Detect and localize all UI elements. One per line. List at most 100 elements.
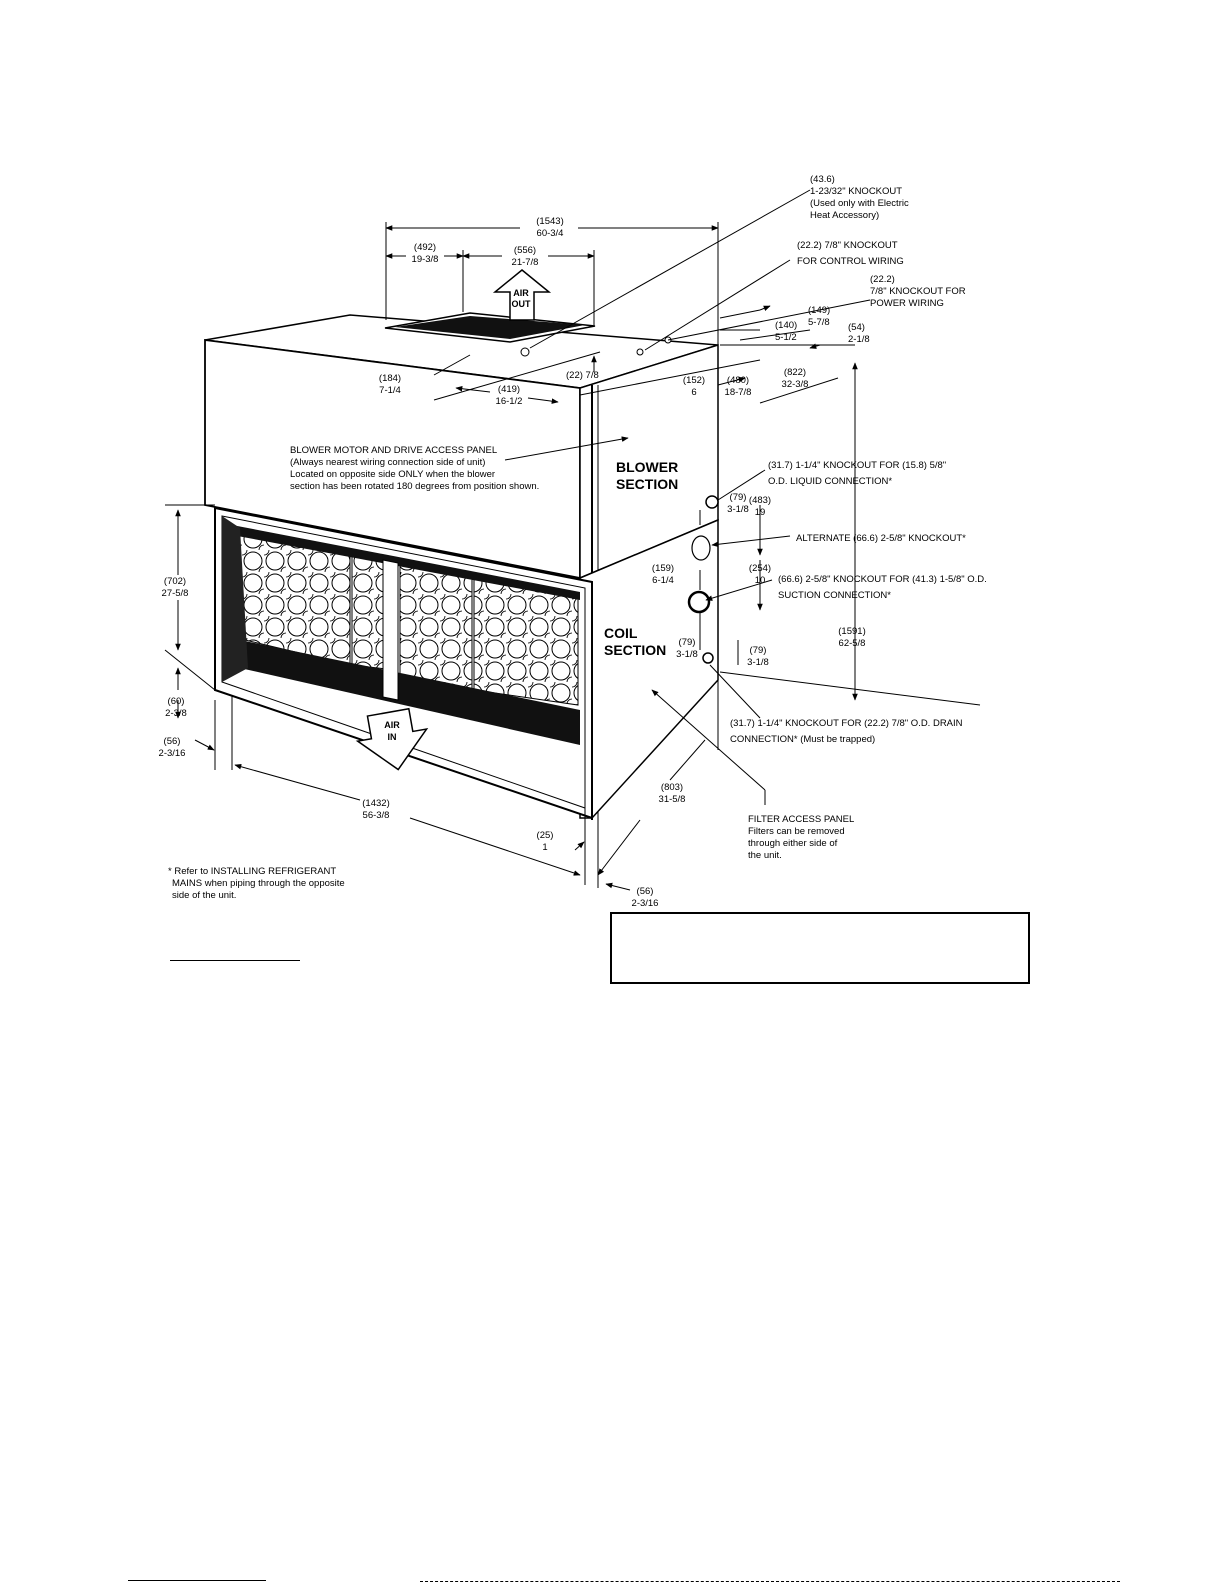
svg-text:POWER WIRING: POWER WIRING — [870, 298, 944, 309]
annotation-suction-connection: (66.6) 2-5/8" KNOCKOUT FOR (41.3) 1-5/8"… — [778, 574, 987, 601]
svg-text:(22) 7/8: (22) 7/8 — [566, 370, 599, 381]
svg-text:(25): (25) — [537, 830, 554, 841]
svg-text:(Always nearest wiring connect: (Always nearest wiring connection side o… — [290, 457, 485, 468]
svg-text:(22.2) 7/8" KNOCKOUT: (22.2) 7/8" KNOCKOUT — [797, 240, 898, 251]
svg-text:CONNECTION* (Must be trapped): CONNECTION* (Must be trapped) — [730, 734, 875, 745]
svg-text:Heat Accessory): Heat Accessory) — [810, 210, 879, 221]
svg-text:side of the unit.: side of the unit. — [172, 890, 236, 901]
svg-text:3-1/8: 3-1/8 — [747, 657, 769, 668]
dimension-lines — [164, 189, 981, 891]
svg-text:(31.7) 1-1/4" KNOCKOUT FOR (15: (31.7) 1-1/4" KNOCKOUT FOR (15.8) 5/8" — [768, 460, 946, 471]
svg-text:AIR: AIR — [513, 288, 529, 298]
svg-text:62-5/8: 62-5/8 — [839, 638, 866, 649]
svg-text:O.D. LIQUID CONNECTION*: O.D. LIQUID CONNECTION* — [768, 476, 892, 487]
svg-text:Located on opposite side ONLY: Located on opposite side ONLY when the b… — [290, 469, 495, 480]
dimension-values: (1543) 60-3/4 (492) 19-3/8 (556) 21-7/8 … — [159, 216, 870, 909]
svg-text:1-23/32" KNOCKOUT: 1-23/32" KNOCKOUT — [810, 186, 902, 197]
svg-text:(419): (419) — [498, 384, 520, 395]
svg-text:6-1/4: 6-1/4 — [652, 575, 674, 586]
svg-text:* Refer to INSTALLING REFRIGER: * Refer to INSTALLING REFRIGERANT — [168, 866, 336, 877]
svg-text:19-3/8: 19-3/8 — [412, 254, 439, 265]
svg-text:19: 19 — [755, 507, 766, 518]
svg-text:(60): (60) — [168, 696, 185, 707]
coil-section-label-2: SECTION — [604, 642, 666, 658]
svg-text:(31.7) 1-1/4" KNOCKOUT FOR (22: (31.7) 1-1/4" KNOCKOUT FOR (22.2) 7/8" O… — [730, 718, 963, 729]
svg-text:6: 6 — [691, 387, 696, 398]
air-in-arrow: AIR IN — [355, 707, 429, 771]
svg-text:(79): (79) — [679, 637, 696, 648]
blower-section-label-2: SECTION — [616, 476, 678, 492]
coil-section-label-1: COIL — [604, 625, 638, 641]
footnote: * Refer to INSTALLING REFRIGERANT MAINS … — [168, 866, 345, 901]
svg-text:(152): (152) — [683, 375, 705, 386]
svg-text:Filters can be removed: Filters can be removed — [748, 826, 845, 837]
annotation-liquid-connection: (31.7) 1-1/4" KNOCKOUT FOR (15.8) 5/8" O… — [768, 460, 946, 487]
annotation-alternate-knockout: ALTERNATE (66.6) 2-5/8" KNOCKOUT* — [796, 533, 966, 544]
svg-text:OUT: OUT — [512, 299, 532, 309]
svg-text:(184): (184) — [379, 373, 401, 384]
svg-text:7-1/4: 7-1/4 — [379, 385, 401, 396]
svg-text:2-3/16: 2-3/16 — [632, 898, 659, 909]
alternate-knockout — [691, 535, 711, 561]
annotation-knockout-electric: (43.6) 1-23/32" KNOCKOUT (Used only with… — [810, 174, 909, 221]
svg-text:FOR CONTROL WIRING: FOR CONTROL WIRING — [797, 256, 904, 267]
svg-text:(822): (822) — [784, 367, 806, 378]
svg-text:2-3/8: 2-3/8 — [165, 708, 187, 719]
svg-text:(79): (79) — [730, 492, 747, 503]
svg-text:18-7/8: 18-7/8 — [725, 387, 752, 398]
svg-text:2-1/8: 2-1/8 — [848, 334, 870, 345]
svg-text:(702): (702) — [164, 576, 186, 587]
svg-text:(254): (254) — [749, 563, 771, 574]
caption-rule — [170, 960, 300, 961]
svg-text:5-7/8: 5-7/8 — [808, 317, 830, 328]
svg-text:56-3/8: 56-3/8 — [363, 810, 390, 821]
svg-text:(1591): (1591) — [838, 626, 865, 637]
svg-text:section has been rotated 180 d: section has been rotated 180 degrees fro… — [290, 481, 539, 492]
svg-text:IN: IN — [388, 732, 397, 742]
svg-text:(149): (149) — [808, 305, 830, 316]
svg-text:FILTER ACCESS PANEL: FILTER ACCESS PANEL — [748, 814, 854, 825]
svg-text:the unit.: the unit. — [748, 850, 782, 861]
unit-cabinet — [204, 312, 719, 820]
svg-text:(480): (480) — [727, 375, 749, 386]
svg-text:(483): (483) — [749, 495, 771, 506]
svg-text:(556): (556) — [514, 245, 536, 256]
svg-text:(159): (159) — [652, 563, 674, 574]
svg-text:through either side of: through either side of — [748, 838, 838, 849]
svg-text:7/8" KNOCKOUT FOR: 7/8" KNOCKOUT FOR — [870, 286, 966, 297]
svg-text:(803): (803) — [661, 782, 683, 793]
svg-text:(79): (79) — [750, 645, 767, 656]
svg-text:(56): (56) — [637, 886, 654, 897]
footer-rule-left — [128, 1580, 266, 1581]
annotation-blower-panel: BLOWER MOTOR AND DRIVE ACCESS PANEL (Alw… — [290, 445, 539, 492]
svg-text:27-5/8: 27-5/8 — [162, 588, 189, 599]
svg-text:21-7/8: 21-7/8 — [512, 257, 539, 268]
svg-text:(1543): (1543) — [536, 216, 563, 227]
svg-text:16-1/2: 16-1/2 — [496, 396, 523, 407]
svg-text:MAINS when piping through the: MAINS when piping through the opposite — [172, 878, 345, 889]
svg-text:BLOWER MOTOR AND DRIVE ACCESS: BLOWER MOTOR AND DRIVE ACCESS PANEL — [290, 445, 497, 456]
svg-text:1: 1 — [542, 842, 547, 853]
empty-caption-box — [610, 912, 1030, 984]
svg-text:(56): (56) — [164, 736, 181, 747]
blower-section-label-1: BLOWER — [616, 459, 678, 475]
svg-text:(66.6) 2-5/8" KNOCKOUT FOR (41: (66.6) 2-5/8" KNOCKOUT FOR (41.3) 1-5/8"… — [778, 574, 987, 585]
drain-knockout — [702, 652, 714, 664]
svg-text:(43.6): (43.6) — [810, 174, 835, 185]
air-out-arrow: AIR OUT — [492, 269, 552, 321]
svg-text:2-3/16: 2-3/16 — [159, 748, 186, 759]
svg-text:SUCTION CONNECTION*: SUCTION CONNECTION* — [778, 590, 891, 601]
svg-text:32-3/8: 32-3/8 — [782, 379, 809, 390]
svg-text:3-1/8: 3-1/8 — [676, 649, 698, 660]
svg-text:5-1/2: 5-1/2 — [775, 332, 797, 343]
annotation-knockout-control: (22.2) 7/8" KNOCKOUT FOR CONTROL WIRING — [797, 240, 904, 267]
svg-text:3-1/8: 3-1/8 — [727, 504, 749, 515]
svg-text:AIR: AIR — [384, 720, 400, 730]
svg-text:(22.2): (22.2) — [870, 274, 895, 285]
footer-rule-right — [420, 1581, 1120, 1582]
annotation-knockout-power: (22.2) 7/8" KNOCKOUT FOR POWER WIRING — [870, 274, 966, 309]
svg-text:(54): (54) — [848, 322, 865, 333]
svg-text:10: 10 — [755, 575, 766, 586]
annotation-filter-panel: FILTER ACCESS PANEL Filters can be remov… — [748, 814, 854, 861]
